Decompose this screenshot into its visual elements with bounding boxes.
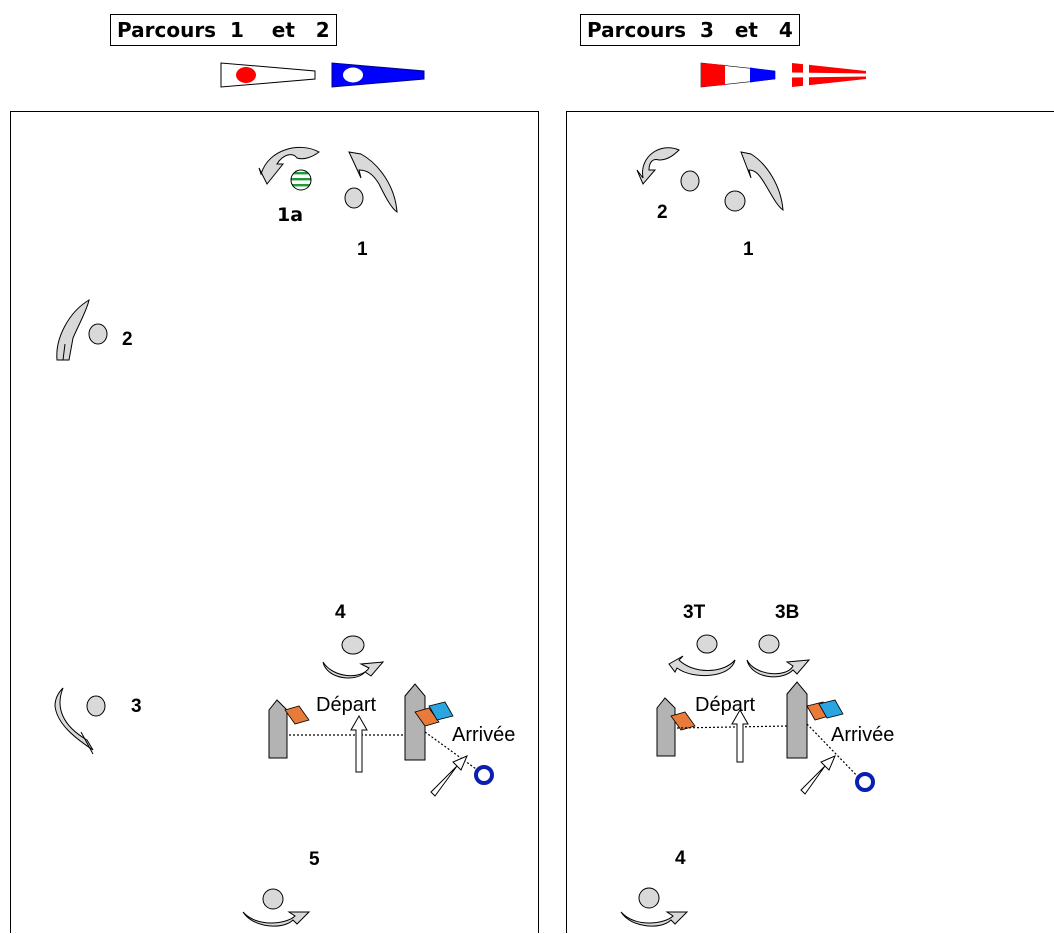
rounding-arrow-5 bbox=[242, 911, 311, 927]
rounding-arrow-3b bbox=[746, 659, 811, 678]
rounding-arrow-1-right bbox=[740, 151, 784, 211]
course-title-3-4: Parcours 3 et 4 bbox=[580, 14, 800, 46]
buoy-4-right-icon bbox=[638, 887, 660, 909]
buoy-3t-icon bbox=[696, 634, 718, 654]
finish-label: Arrivée bbox=[452, 724, 516, 746]
buoy-1a-icon bbox=[290, 169, 312, 191]
finish-arrow-right bbox=[800, 755, 836, 795]
mark-label-1a: 1a bbox=[277, 204, 304, 226]
rounding-arrow-4 bbox=[322, 661, 385, 679]
committee-boat-left-right bbox=[656, 697, 676, 757]
rounding-arrow-3t bbox=[668, 655, 736, 677]
mark-label-3b: 3B bbox=[775, 602, 800, 623]
course-diagram-1-2: 1a 1 2 3 4 5 Départ Arrivée bbox=[10, 111, 539, 933]
rounding-arrow-2 bbox=[56, 298, 90, 361]
committee-boat-right-right bbox=[786, 681, 808, 759]
rounding-arrow-4-right bbox=[620, 911, 689, 927]
finish-line-right bbox=[806, 723, 864, 783]
pennant-3-icon bbox=[700, 62, 776, 88]
mark-label-2-right: 2 bbox=[657, 202, 668, 223]
mark-label-3: 3 bbox=[131, 696, 142, 717]
orange-flag-left-right bbox=[670, 711, 696, 731]
rounding-arrow-1 bbox=[348, 151, 398, 213]
course-diagram-3-4: 2 1 3T 3B 4 Départ Arrivée bbox=[566, 111, 1054, 933]
rounding-arrow-3 bbox=[54, 687, 94, 751]
blue-flag-right-right bbox=[818, 699, 844, 719]
finish-buoy-right-icon bbox=[855, 772, 875, 792]
mark-label-4-right: 4 bbox=[675, 848, 686, 869]
course-title-1-2: Parcours 1 et 2 bbox=[110, 14, 337, 46]
buoy-3-icon bbox=[86, 695, 106, 717]
rounding-arrow-2-right bbox=[636, 147, 680, 185]
mark-label-3t: 3T bbox=[683, 602, 706, 623]
orange-flag-right bbox=[414, 707, 440, 727]
mark-label-1: 1 bbox=[357, 239, 368, 260]
buoy-2-right-icon bbox=[680, 170, 700, 192]
buoy-1-icon bbox=[344, 187, 364, 209]
mark-label-4: 4 bbox=[335, 602, 346, 623]
buoy-1-right-icon bbox=[724, 190, 746, 212]
buoy-4-icon bbox=[341, 635, 365, 655]
committee-boat-left bbox=[268, 699, 288, 759]
finish-label-right: Arrivée bbox=[831, 724, 895, 746]
mark-label-5: 5 bbox=[309, 849, 320, 870]
blue-flag-right bbox=[428, 701, 454, 721]
start-label-right: Départ bbox=[695, 694, 756, 716]
start-label: Départ bbox=[316, 694, 377, 716]
buoy-5-icon bbox=[262, 888, 284, 910]
rounding-arrow-1a bbox=[258, 146, 320, 185]
committee-boat-right bbox=[404, 683, 426, 761]
course-3-4-drawing bbox=[620, 147, 875, 927]
buoy-3b-icon bbox=[758, 634, 780, 654]
pennant-1-icon bbox=[220, 62, 316, 88]
pennant-4-icon bbox=[792, 63, 866, 87]
finish-arrow bbox=[430, 755, 468, 797]
finish-buoy-icon bbox=[474, 765, 494, 785]
orange-flag-left bbox=[284, 705, 310, 725]
start-arrow-right bbox=[731, 708, 749, 763]
pennant-2-icon bbox=[331, 62, 425, 88]
start-arrow bbox=[350, 714, 368, 773]
buoy-2-icon bbox=[88, 323, 108, 345]
mark-label-2: 2 bbox=[122, 329, 133, 350]
course-1-2-drawing bbox=[54, 146, 494, 927]
mark-label-1-right: 1 bbox=[743, 239, 754, 260]
